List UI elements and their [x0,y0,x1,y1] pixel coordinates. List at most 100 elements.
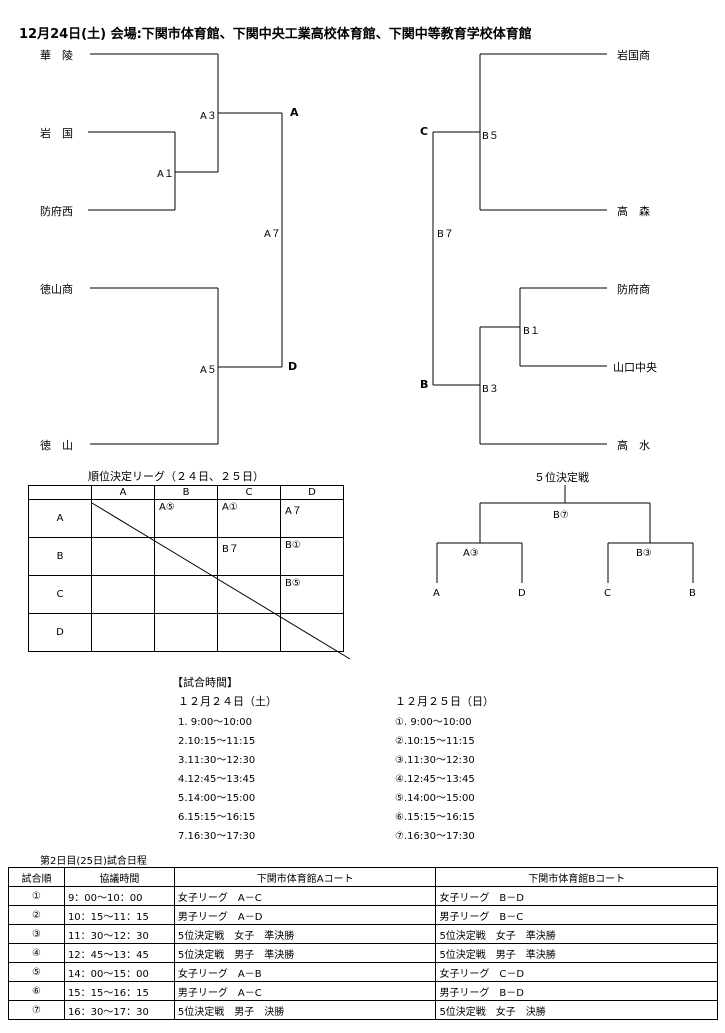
time-slot: 1. 9:00～10:00 [178,717,252,728]
table-row: ② 10：15～11：15 男子リーグ A－D 男子リーグ B－C [8,905,718,925]
court-a-cell: 男子リーグ A－C [173,981,437,1001]
order-cell: ② [8,905,65,925]
league-cell [154,537,218,576]
time-cell: 10：15～11：15 [63,905,175,925]
league-cell: A７ [280,499,344,538]
team-label: 華 陵 [40,49,73,62]
table-row: ① 9：00～10：00 女子リーグ A－C 女子リーグ B－D [8,886,718,906]
court-b-cell: 5位決定戦 女子 準決勝 [435,924,718,944]
pool-label: A [290,106,299,119]
page-title: 12月24日(土) 会場:下関市体育館、下関中央工業高校体育館、下関中等教育学校… [19,27,532,42]
table-row: ⑥ 15：15～16：15 男子リーグ A－C 男子リーグ B－D [8,981,718,1001]
time-slot: 4.12:45～13:45 [178,774,256,785]
league-cell: B⑤ [280,575,344,614]
column-header: C [217,485,281,500]
match-label: B７ [437,229,454,240]
league-cell [280,613,344,652]
court-a-cell: 5位決定戦 男子 準決勝 [173,943,437,963]
order-cell: ① [8,886,65,906]
table-row: ④ 12：45～13：45 5位決定戦 男子 準決勝 5位決定戦 男子 準決勝 [8,943,718,963]
header-cell: 協議時間 [63,867,175,887]
time-slot: ④.12:45～13:45 [395,774,475,785]
time-cell: 15：15～16：15 [63,981,175,1001]
court-a-cell: 5位決定戦 女子 準決勝 [173,924,437,944]
order-cell: ⑤ [8,962,65,982]
order-cell: ④ [8,943,65,963]
team-label: 高 水 [617,439,650,452]
time-slot: 3.11:30～12:30 [178,755,256,766]
day2-schedule-table: 試合順 協議時間 下関市体育館Aコート 下関市体育館Bコート ① 9：00～10… [8,867,718,1020]
court-b-cell: 男子リーグ B－C [435,905,718,925]
corner-cell [28,485,92,500]
header-cell: 試合順 [8,867,65,887]
row-header: B [28,537,92,576]
league-cell [154,613,218,652]
court-b-cell: 女子リーグ B－D [435,886,718,906]
league-cell [91,537,155,576]
time-cell: 12：45～13：45 [63,943,175,963]
league-cell [217,613,281,652]
court-a-cell: 女子リーグ A－C [173,886,437,906]
fifth-place-title: ５位決定戦 [534,471,589,484]
team-label: 岩国商 [617,49,650,62]
match-label: A７ [264,229,281,240]
league-cell: A① [217,499,281,538]
row-header: D [28,613,92,652]
table-row: ⑦ 16：30～17：30 5位決定戦 男子 決勝 5位決定戦 女子 決勝 [8,1000,718,1020]
team-label: 防府西 [40,205,73,218]
fifth-team: C [604,588,611,599]
league-cell [91,613,155,652]
pool-label: C [420,125,429,138]
fifth-team: B [689,588,696,599]
time-slot: 5.14:00～15:00 [178,793,256,804]
pool-label: B [420,378,429,391]
table-row: ③ 11：30～12：30 5位決定戦 女子 準決勝 5位決定戦 女子 準決勝 [8,924,718,944]
time-slot: ①. 9:00～10:00 [395,717,472,728]
pool-label: D [288,360,298,373]
league-cell [217,575,281,614]
team-label: 防府商 [617,283,650,296]
column-header: D [280,485,344,500]
match-times-heading: 【試合時間】 [172,676,238,689]
match-label: A５ [200,365,217,376]
rank-league-title: 順位決定リーグ（２４日、２５日） [88,470,264,483]
court-b-cell: 5位決定戦 女子 決勝 [435,1000,718,1020]
league-cell: B７ [217,537,281,576]
team-label: 高 森 [617,205,650,218]
match-label: B３ [482,384,499,395]
time-slot: ⑦.16:30～17:30 [395,831,475,842]
court-b-cell: 男子リーグ B－D [435,981,718,1001]
team-label: 徳 山 [40,439,73,452]
time-cell: 16：30～17：30 [63,1000,175,1020]
row-header: C [28,575,92,614]
time-slot: ⑥.15:15～16:15 [395,812,475,823]
fifth-team: D [518,588,526,599]
match-label: B５ [482,131,499,142]
header-cell: 下関市体育館Bコート [435,867,718,887]
fifth-team: A [433,588,440,599]
league-cell: A⑤ [154,499,218,538]
team-label: 徳山商 [40,283,73,296]
time-cell: 9：00～10：00 [63,886,175,906]
time-slot: 2.10:15～11:15 [178,736,256,747]
league-cell [91,499,155,538]
league-cell [154,575,218,614]
row-header: A [28,499,92,538]
court-a-cell: 5位決定戦 男子 決勝 [173,1000,437,1020]
match-label: A３ [200,111,217,122]
final-label: B⑦ [553,510,569,521]
column-header: B [154,485,218,500]
time-slot: 7.16:30～17:30 [178,831,256,842]
header-cell: 下関市体育館Aコート [173,867,437,887]
league-cell [91,575,155,614]
court-a-cell: 女子リーグ A－B [173,962,437,982]
court-b-cell: 5位決定戦 男子 準決勝 [435,943,718,963]
column-header: A [91,485,155,500]
time-cell: 11：30～12：30 [63,924,175,944]
semi-label: A③ [463,548,479,559]
table-row: ⑤ 14：00～15：00 女子リーグ A－B 女子リーグ C－D [8,962,718,982]
rank-league-table: A B C D A A⑤ A① A７ B B７ B① C B⑤ D [28,485,344,652]
time-cell: 14：00～15：00 [63,962,175,982]
time-slot: ⑤.14:00～15:00 [395,793,475,804]
